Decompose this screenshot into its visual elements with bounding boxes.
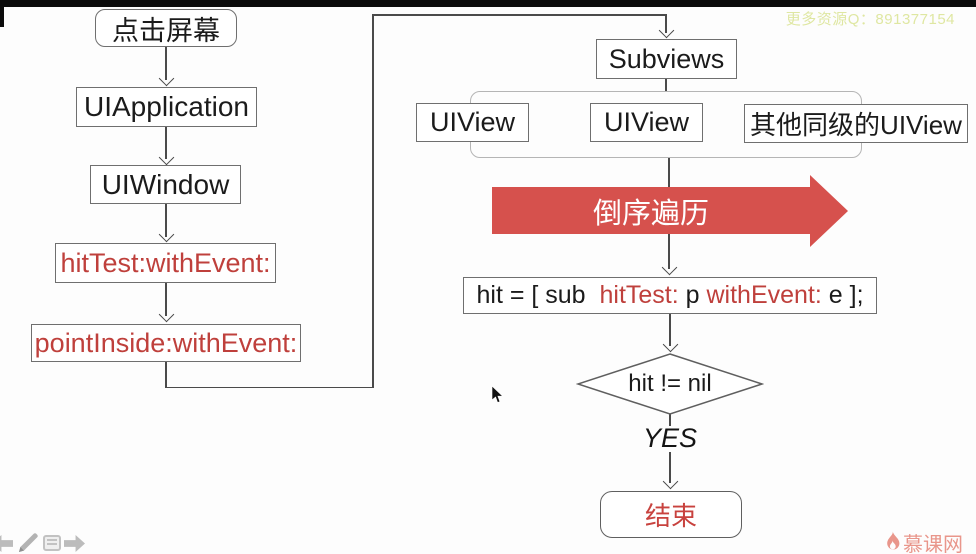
node-label: Subviews [608, 43, 725, 74]
elbow-connector-segment [165, 386, 374, 388]
diamond-shape [575, 353, 765, 415]
code-black: e ]; [821, 281, 864, 309]
qq-watermark: 更多资源Q：891377154 [785, 11, 955, 28]
code-black: p [678, 281, 707, 309]
flame-icon [887, 531, 900, 550]
letterbox-bar [0, 0, 976, 7]
elbow-connector-segment [665, 14, 667, 33]
node-label: 点击屏幕 [112, 15, 220, 46]
code-red: withEvent: [706, 281, 822, 309]
node-label: 结束 [644, 501, 697, 531]
node-hit-expression: hit = [ sub hitTest: p withEvent: e ]; [463, 277, 877, 314]
node-label: pointInside:withEvent: [34, 327, 298, 358]
brand-text: 慕课网 [903, 534, 963, 554]
arrowhead-down [662, 473, 679, 490]
arrowhead-down [158, 306, 175, 323]
node-pointinside-withevent: pointInside:withEvent: [31, 324, 301, 362]
flow-line [165, 204, 167, 237]
flow-line [669, 452, 671, 483]
pencil-icon[interactable] [16, 531, 40, 554]
node-hittest-withevent: hitTest:withEvent: [55, 243, 276, 283]
arrowhead-down [158, 226, 175, 243]
arrowhead-down [158, 70, 175, 87]
yes-branch-label: YES [642, 423, 698, 453]
flow-line [665, 79, 667, 92]
node-label: UIView [603, 107, 690, 137]
traverse-label: 倒序遍历 [592, 197, 709, 230]
arrowhead-down [661, 259, 678, 276]
node-uiwindow: UIWindow [90, 165, 241, 204]
arrowhead-down [658, 22, 675, 39]
decision-label: hit != nil [628, 370, 712, 397]
node-tap-screen: 点击屏幕 [95, 9, 237, 47]
code-red: hitTest: [599, 281, 679, 309]
node-uiview-1: UIView [416, 103, 529, 142]
flow-line [669, 413, 671, 426]
flow-line [669, 313, 671, 346]
node-label: UIView [429, 107, 516, 137]
node-label: hitTest:withEvent: [60, 247, 271, 278]
node-uiapplication: UIApplication [76, 87, 257, 127]
node-label: UIApplication [84, 91, 249, 122]
node-subviews: Subviews [596, 39, 737, 79]
arrowhead-down [662, 336, 679, 353]
decision-hit-not-nil: hit != nil [575, 352, 765, 416]
mouse-cursor [491, 386, 504, 403]
node-label: 其他同级的UIView [750, 110, 962, 140]
arrow-head-shape [810, 175, 848, 247]
letterbox-corner [0, 0, 4, 27]
node-sibling-uiviews: 其他同级的UIView [744, 104, 968, 143]
notes-icon[interactable] [43, 535, 61, 551]
presenter-toolbar [0, 531, 110, 554]
flow-line [165, 283, 167, 316]
flow-line [165, 127, 167, 159]
code-black: hit = [ sub [476, 281, 600, 309]
imooc-logo: 慕课网 [884, 528, 963, 554]
previous-slide-icon[interactable] [0, 535, 13, 552]
node-label: UIWindow [101, 168, 230, 200]
next-slide-icon[interactable] [64, 535, 85, 552]
node-end: 结束 [600, 491, 742, 538]
arrowhead-down [158, 149, 175, 166]
elbow-connector-segment [372, 14, 667, 16]
node-uiview-2: UIView [590, 103, 703, 142]
flow-line [165, 47, 167, 80]
elbow-connector-segment [165, 362, 167, 387]
reverse-traverse-arrow: 倒序遍历 [492, 175, 848, 247]
elbow-connector-segment [372, 14, 374, 388]
